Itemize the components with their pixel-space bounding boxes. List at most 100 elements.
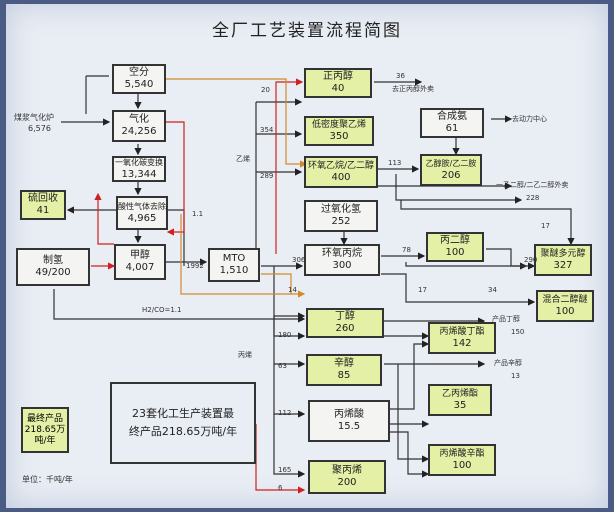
- final-product-line-2: 218.65万: [24, 424, 66, 435]
- sulfur-recovery-value: 41: [36, 205, 50, 216]
- flow-label-228: 228: [526, 194, 540, 202]
- co-shift-value: 13,344: [121, 169, 157, 180]
- propylene-oxide-name: 环氧丙烷: [322, 248, 362, 259]
- flow-label-150: 150: [511, 328, 525, 336]
- glycol-export-label: 一乙二醇/二乙二醇外卖: [496, 181, 569, 189]
- ethanolamine-name: 乙醇胺/乙二胺: [425, 159, 477, 168]
- flow-label-1-1: 1.1: [192, 210, 204, 218]
- propylene-label: 丙烯: [238, 351, 252, 359]
- co-shift-name: 一氧化碳变换: [115, 158, 163, 167]
- polyether-polyol-name: 聚醚多元醇: [540, 249, 586, 259]
- ldpe-name: 低密度聚乙烯: [311, 120, 366, 130]
- eo-eg-box: 环氧乙烷/乙二醇 400: [304, 156, 378, 188]
- hydrogen-value: 49/200: [35, 267, 71, 278]
- methanol-name: 甲醇: [130, 250, 150, 261]
- eo-eg-value: 400: [331, 172, 351, 183]
- propylene-oxide-value: 300: [332, 260, 352, 271]
- propylene-glycol-value: 100: [445, 247, 465, 258]
- coal-gasifier-label: 煤浆气化炉: [14, 113, 54, 122]
- air-separation-value: 5,540: [124, 79, 154, 90]
- ethyl-acrylate-name: 乙丙烯酯: [441, 389, 478, 399]
- flow-label-290: 290: [524, 256, 538, 264]
- flow-label-165: 165: [278, 466, 292, 474]
- hydrogen-peroxide-box: 过氧化氢 252: [304, 200, 378, 232]
- ldpe-box: 低密度聚乙烯 350: [304, 116, 374, 146]
- hydrogen-peroxide-name: 过氧化氢: [321, 204, 361, 215]
- unit-label: 单位：千吨/年: [22, 475, 73, 484]
- final-product-box: 最终产品 218.65万 吨/年: [21, 407, 69, 453]
- sulfur-recovery-box: 硫回收 41: [20, 190, 66, 220]
- summary-box: 23套化工生产装置最 终产品218.65万吨/年: [110, 382, 256, 464]
- flow-label-17b: 17: [418, 286, 427, 294]
- ethanolamine-box: 乙醇胺/乙二胺 206: [420, 154, 482, 186]
- summary-line-2: 终产品218.65万吨/年: [128, 425, 238, 438]
- coal-gasifier-value: 6,576: [28, 124, 51, 133]
- butanol-box: 丁醇 260: [306, 308, 384, 338]
- acrylic-acid-value: 15.5: [337, 421, 361, 432]
- polypropylene-value: 200: [337, 477, 357, 488]
- n-propanol-value: 40: [331, 83, 345, 94]
- flow-label-306: 306: [292, 256, 306, 264]
- flow-label-63: 63: [278, 362, 287, 370]
- butanol-value: 260: [335, 323, 355, 334]
- mixed-glycol-ether-name: 混合二醇醚: [542, 295, 588, 305]
- octyl-acrylate-name: 丙烯酸辛酯: [439, 449, 485, 459]
- acid-gas-removal-box: 酸性气体去除 4,965: [116, 196, 168, 230]
- ethyl-acrylate-value: 35: [453, 400, 467, 411]
- propylene-glycol-box: 丙二醇 100: [426, 232, 484, 262]
- flow-label-354: 354: [260, 126, 274, 134]
- flow-label-180: 180: [278, 331, 292, 339]
- diagram-title: 全厂工艺装置流程简图: [212, 21, 402, 41]
- octyl-acrylate-value: 100: [452, 460, 472, 471]
- flow-label-6: 6: [278, 484, 283, 492]
- n-propanol-box: 正丙醇 40: [304, 68, 372, 98]
- ethylene-label: 乙烯: [236, 155, 250, 163]
- sulfur-recovery-name: 硫回收: [28, 193, 58, 204]
- methanol-value: 4,007: [125, 262, 155, 273]
- polyether-polyol-box: 聚醚多元醇 327: [534, 244, 592, 276]
- acid-gas-removal-name: 酸性气体去除: [118, 202, 166, 211]
- synth-ammonia-value: 61: [445, 123, 459, 134]
- flow-label-78: 78: [402, 246, 411, 254]
- polyether-polyol-value: 327: [553, 260, 573, 271]
- final-product-line-3: 吨/年: [34, 435, 56, 446]
- flow-label-112: 112: [278, 409, 292, 417]
- n-propanol-name: 正丙醇: [323, 71, 353, 82]
- ethyl-acrylate-box: 乙丙烯酯 35: [428, 384, 492, 416]
- propanol-export-label: 去正丙醇外卖: [392, 85, 434, 93]
- flow-label-34: 34: [488, 286, 497, 294]
- acrylic-acid-box: 丙烯酸 15.5: [308, 400, 390, 442]
- product-octanol-label: 产品辛醇: [494, 359, 522, 367]
- final-product-line-1: 最终产品: [26, 413, 63, 424]
- butyl-acrylate-name: 丙烯酸丁酯: [439, 327, 485, 337]
- acrylic-acid-name: 丙烯酸: [334, 409, 364, 420]
- acid-gas-removal-value: 4,965: [127, 213, 157, 224]
- flow-label-113: 113: [388, 159, 402, 167]
- gasification-value: 24,256: [121, 126, 157, 137]
- flow-label-14: 14: [288, 286, 297, 294]
- methanol-box: 甲醇 4,007: [114, 244, 166, 280]
- mto-name: MTO: [222, 253, 246, 264]
- flow-label-20: 20: [261, 86, 270, 94]
- ethanolamine-value: 206: [441, 170, 461, 181]
- octanol-value: 85: [337, 370, 351, 381]
- propylene-oxide-box: 环氧丙烷 300: [304, 244, 380, 276]
- power-center-label: 去动力中心: [512, 115, 547, 123]
- gasification-name: 气化: [129, 114, 149, 125]
- butyl-acrylate-value: 142: [452, 338, 472, 349]
- propylene-glycol-name: 丙二醇: [440, 235, 470, 246]
- air-separation-name: 空分: [129, 67, 149, 78]
- eo-eg-name: 环氧乙烷/乙二醇: [307, 161, 375, 171]
- mto-box: MTO 1,510: [208, 248, 260, 282]
- ldpe-value: 350: [329, 131, 349, 142]
- co-shift-box: 一氧化碳变换 13,344: [112, 156, 166, 182]
- gasification-box: 气化 24,256: [112, 110, 166, 142]
- octanol-box: 辛醇 85: [306, 354, 382, 386]
- air-separation-box: 空分 5,540: [112, 64, 166, 94]
- hydrogen-peroxide-value: 252: [331, 216, 351, 227]
- flow-label-17a: 17: [541, 222, 550, 230]
- synth-ammonia-name: 合成氨: [437, 111, 467, 122]
- hydrogen-name: 制氢: [43, 255, 63, 266]
- flow-label-13: 13: [511, 372, 520, 380]
- product-butanol-label: 产品丁醇: [492, 315, 520, 323]
